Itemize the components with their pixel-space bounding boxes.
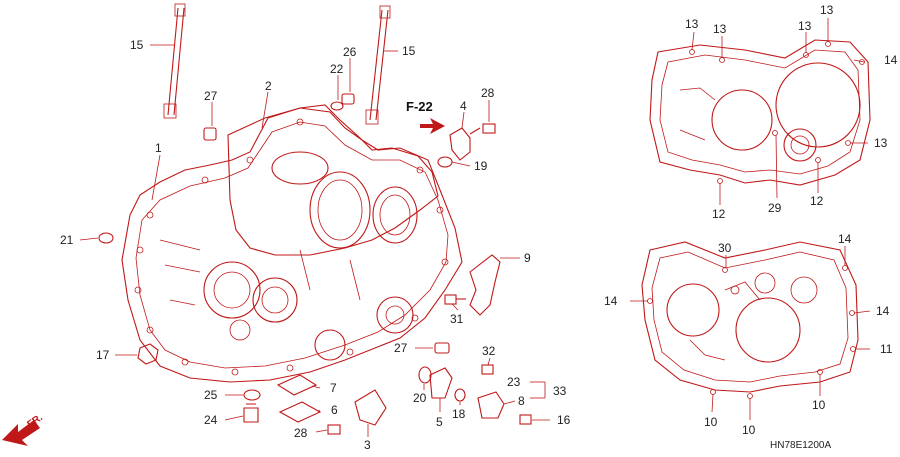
right-crankcase-half (227, 104, 439, 256)
callout-label: 11 (880, 342, 893, 356)
callout-label: 3 (364, 438, 371, 452)
left-crankcase-half (121, 107, 463, 383)
dowel-pin-upper (203, 127, 217, 141)
callout-label: 15 (402, 44, 416, 58)
o-ring-20 (418, 366, 432, 384)
plate-7 (276, 374, 318, 396)
callout-label: 32 (482, 344, 496, 358)
callout-labels: 15 15 27 2 22 26 4 28 19 1 21 9 31 17 27… (60, 3, 898, 452)
bolt-28-lower (327, 424, 341, 435)
callout-label: 14 (838, 232, 852, 246)
callout-label: 13 (874, 136, 888, 150)
cylinder-bore-front (309, 171, 371, 249)
bolt-28-upper (482, 123, 496, 134)
callout-label: 33 (553, 384, 567, 398)
callout-label: 12 (712, 207, 726, 221)
callout-label: 9 (524, 251, 531, 265)
callout-label: 13 (685, 17, 699, 31)
sensor-5 (429, 367, 453, 399)
callout-label: 13 (798, 19, 812, 33)
callout-label: 19 (474, 159, 488, 173)
callout-label: 26 (343, 45, 357, 59)
gasket-6 (278, 401, 322, 423)
callout-label: 21 (60, 233, 74, 247)
callout-label: 1 (155, 141, 162, 155)
crankcase-assembly (121, 104, 463, 383)
callout-label: 23 (507, 375, 521, 389)
bolt-16 (519, 414, 532, 425)
callout-label: 18 (452, 407, 466, 421)
callout-label: 29 (768, 201, 782, 215)
callout-label: 13 (713, 22, 727, 36)
reference-arrow-icon (420, 118, 445, 134)
callout-label: 14 (884, 53, 898, 67)
dowel-pin-lower (434, 342, 450, 354)
upper-gasket (649, 39, 871, 186)
callout-label: 15 (130, 38, 144, 52)
callout-label: 2 (265, 79, 272, 93)
stud-bolt-front (163, 3, 186, 119)
callout-label: 25 (204, 388, 218, 402)
callout-label: 8 (518, 394, 525, 408)
cover-3 (354, 389, 387, 426)
callout-label: 5 (436, 415, 443, 429)
washer-25 (243, 389, 261, 401)
callout-label: 10 (704, 415, 718, 429)
callout-label: 14 (876, 304, 890, 318)
callout-label: 27 (204, 89, 218, 103)
callout-label: 28 (294, 426, 308, 440)
callout-label: 27 (394, 341, 408, 355)
dowel-pin-26 (341, 93, 355, 105)
callout-label: 28 (481, 86, 495, 100)
callout-label: 24 (204, 413, 218, 427)
callout-label: 7 (330, 381, 337, 395)
cylinder-bore-rear (372, 186, 418, 244)
oil-joint-4 (449, 127, 471, 161)
callout-label: 12 (810, 194, 824, 208)
small-parts (98, 93, 532, 435)
switch-8 (477, 391, 505, 419)
callout-label: 6 (331, 403, 338, 417)
front-arrow-icon (2, 420, 40, 446)
callout-label: 10 (742, 423, 756, 437)
drain-plug-17 (137, 343, 159, 365)
bolt-31 (444, 294, 457, 305)
bolt-24 (243, 403, 259, 423)
callout-label: 14 (604, 294, 618, 308)
lower-gasket (641, 241, 859, 399)
washer-21 (98, 232, 114, 244)
callout-label: 20 (413, 391, 427, 405)
callout-label: 16 (557, 413, 571, 427)
callout-label: 13 (820, 3, 834, 17)
reference-page-label: F-22 (406, 99, 433, 114)
o-ring-18 (454, 388, 466, 402)
bolt-32 (481, 364, 494, 375)
diagram-code: HN78E1200A (770, 440, 831, 451)
stud-bolt-rear (365, 5, 391, 125)
callout-label: 4 (460, 99, 467, 113)
callout-label: 10 (812, 398, 826, 412)
callout-label: 31 (450, 312, 464, 326)
o-ring-22 (330, 101, 344, 111)
crank-bearing-boss (203, 261, 261, 319)
leader-lines (79, 18, 871, 437)
bracket-9 (469, 254, 501, 316)
callout-label: 30 (718, 241, 732, 255)
o-ring-19 (437, 156, 453, 168)
callout-label: 22 (330, 62, 344, 76)
callout-label: 17 (96, 348, 110, 362)
